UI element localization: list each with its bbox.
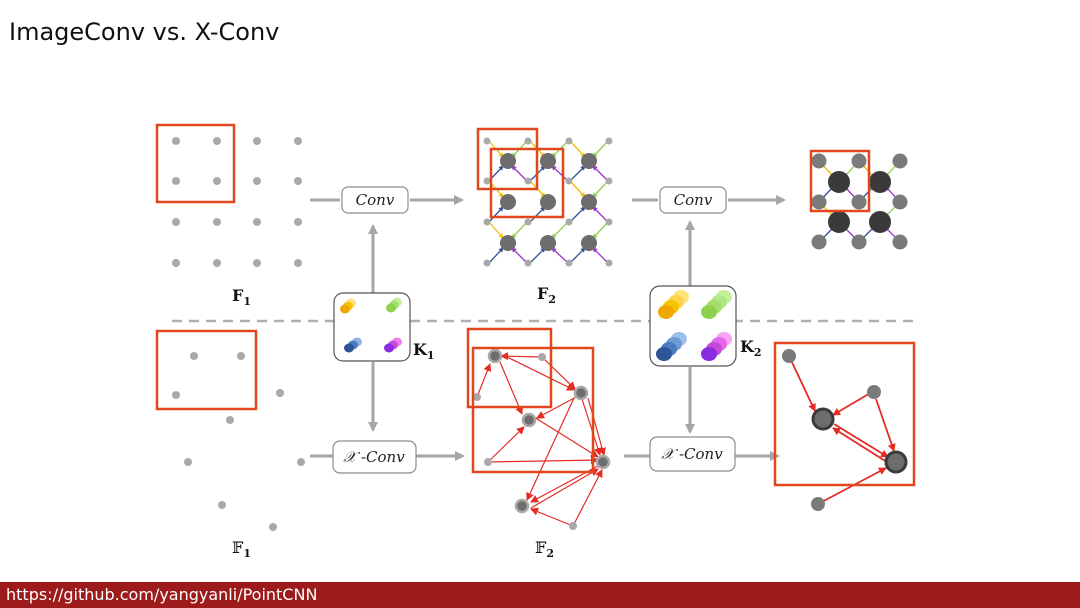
receptive-field-box [471,346,595,474]
receptive-field-box [489,147,565,219]
xconv-op-label: 𝒳 -Conv [661,445,723,463]
label-k1: K1 [413,340,435,362]
conv-op-box [659,186,727,214]
receptive-field-box [155,123,236,204]
xconv-op-box [332,440,417,474]
label-f1: F1 [232,286,251,308]
grid-f1 [172,137,302,267]
grid-f2 [483,137,613,267]
footer-url-link[interactable]: https://github.com/yangyanli/PointCNN [6,585,318,604]
xconv-op-label: 𝒳 -Conv [343,448,405,466]
point-cloud-f1 [172,352,305,531]
point-cloud-f2 [473,348,611,530]
label-pf2: 𝔽2 [535,538,554,560]
receptive-field-box [773,341,916,487]
receptive-field-box [466,327,553,409]
slide-title: ImageConv vs. X-Conv [9,18,280,46]
receptive-field-box [155,329,258,411]
label-k2: K2 [740,337,762,359]
label-pf1: 𝔽1 [232,538,251,560]
xconv-op-box [649,436,736,472]
grid-f3 [811,153,908,250]
kernel-k1 [333,292,411,362]
imageconv-vs-xconv-diagram: F1 Conv [155,123,916,560]
conv-op-box [341,186,409,214]
kernel-k2 [649,285,737,367]
footer-bar: https://github.com/yangyanli/PointCNN [0,582,1080,608]
conv-op-label: Conv [674,191,713,209]
receptive-field-box [809,149,871,213]
conv-op-label: Conv [356,191,395,209]
receptive-field-box [476,127,539,191]
label-f2: F2 [537,284,556,306]
point-cloud-f3 [782,349,908,511]
